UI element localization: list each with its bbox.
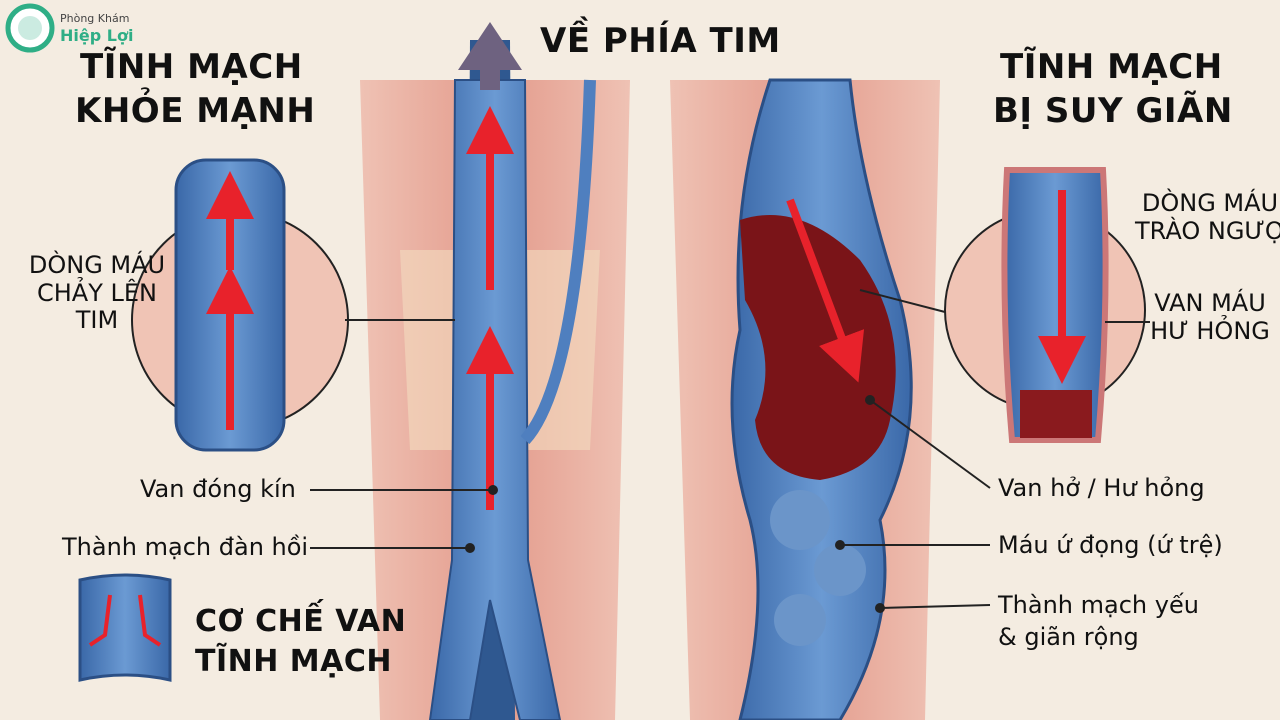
logo-line1: Phòng Khám (60, 12, 130, 25)
caption-line: DÒNG MÁU (1141, 189, 1279, 217)
label-weak-wall-line2: & giãn rộng (998, 623, 1139, 651)
mechanism-line2: TĨNH MẠCH (195, 644, 392, 679)
logo-line2: Hiệp Lợi (60, 26, 134, 45)
label-closed-valve: Van đóng kín (140, 475, 296, 503)
arrow-up-icon (458, 22, 522, 90)
leader-lines (310, 321, 1150, 613)
caption-line: DÒNG MÁU (28, 251, 166, 279)
label-pooled-blood: Máu ứ đọng (ứ trệ) (998, 531, 1223, 559)
caption-line: TIM (75, 306, 119, 335)
varicose-title-line1: TĨNH MẠCH (1000, 47, 1223, 87)
label-leaky-valve: Van hở / Hư hỏng (998, 474, 1205, 502)
healthy-title-line2: KHỎE MẠNH (75, 91, 316, 131)
caption-line: VAN MÁU (1154, 289, 1266, 317)
label-weak-wall-line1: Thành mạch yếu (998, 591, 1199, 619)
clinic-logo (5, 3, 55, 53)
toward-heart-label: VỀ PHÍA TIM (540, 21, 781, 61)
healthy-title-line1: TĨNH MẠCH (80, 47, 303, 87)
caption-line: TRÀO NGƯỢC (1135, 216, 1280, 245)
healthy-inset-caption: DÒNG MÁU CHẢY LÊN TIM (22, 251, 172, 335)
caption-line: HƯ HỎNG (1150, 316, 1270, 345)
mechanism-line1: CƠ CHẾ VAN (195, 604, 407, 639)
caption-line: CHẢY LÊN (37, 278, 157, 307)
reflux-caption: DÒNG MÁU TRÀO NGƯỢC (1135, 189, 1280, 245)
varicose-vein-inset (859, 167, 1146, 443)
label-elastic-wall: Thành mạch đàn hồi (62, 533, 309, 561)
healthy-leg (360, 22, 630, 720)
varicose-title-line2: BỊ SUY GIÃN (993, 91, 1233, 131)
damaged-valve-caption: VAN MÁU HƯ HỎNG (1140, 289, 1280, 345)
varicose-leg (670, 78, 940, 720)
healthy-vein-inset (131, 158, 455, 452)
valve-mechanism-icon (78, 573, 172, 682)
